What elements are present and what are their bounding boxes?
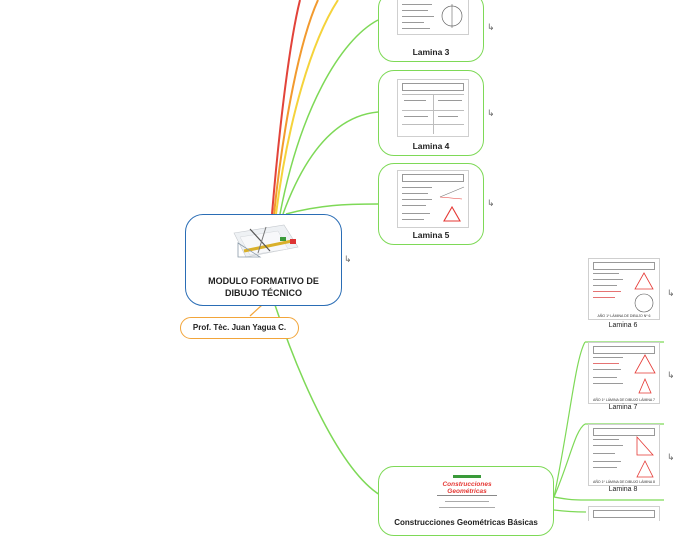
- branch-orange: [273, 0, 319, 215]
- lamina-9-thumbnail-partial[interactable]: [588, 506, 660, 521]
- lamina-8-label: Lamina 8: [608, 486, 638, 493]
- lamina-3-node[interactable]: Lamina 3: [378, 0, 484, 62]
- lamina-6-label: Lamina 6: [608, 322, 638, 329]
- lamina-6-expand-icon[interactable]: ↳: [667, 288, 675, 298]
- author-node[interactable]: Prof. Tèc. Juan Yagua C.: [180, 317, 299, 339]
- construcciones-thumb-title: Construcciones Geométricas: [442, 481, 492, 495]
- author-connector: [249, 304, 263, 317]
- lamina-5-label: Lamina 5: [412, 230, 450, 240]
- lamina-3-thumbnail: [397, 0, 469, 35]
- drafting-tools-image: [233, 224, 299, 258]
- lamina-7-caption: AÑO 1º LÁMINA DE DIBUJO LÁMINA 7: [593, 398, 655, 402]
- branch-yellow: [275, 0, 339, 215]
- lamina-7-label: Lamina 7: [608, 404, 638, 411]
- branch-lamina-3: [279, 19, 379, 215]
- lamina-4-label: Lamina 4: [412, 141, 450, 151]
- branch-lamina-6: [553, 341, 586, 498]
- branch-lamina-4: [282, 111, 379, 215]
- central-topic-title: MODULO FORMATIVO DE DIBUJO TÉCNICO: [208, 276, 319, 298]
- lamina-6-thumbnail[interactable]: AÑO 1º LÁMINA DE DIBUJO Nº 6: [588, 258, 660, 320]
- lamina-3-label: Lamina 3: [412, 47, 450, 57]
- lamina-3-expand-icon[interactable]: ↳: [487, 22, 495, 32]
- central-topic-node[interactable]: MODULO FORMATIVO DE DIBUJO TÉCNICO: [185, 214, 342, 306]
- branch-lamina-9: [553, 509, 587, 513]
- lamina-8-thumbnail[interactable]: AÑO 1º LÁMINA DE DIBUJO LÁMINA 8: [588, 424, 660, 486]
- branch-red: [271, 0, 301, 215]
- lamina-6-caption: AÑO 1º LÁMINA DE DIBUJO Nº 6: [597, 314, 651, 318]
- central-expand-icon[interactable]: ↳: [344, 254, 352, 264]
- lamina-5-node[interactable]: Lamina 5: [378, 163, 484, 245]
- branch-lamina-7: [553, 423, 586, 498]
- branch-lamina-5: [285, 203, 379, 215]
- lamina-7-thumbnail[interactable]: AÑO 1º LÁMINA DE DIBUJO LÁMINA 7: [588, 342, 660, 404]
- lamina-4-node[interactable]: Lamina 4: [378, 70, 484, 156]
- lamina-4-thumbnail: [397, 79, 469, 137]
- lamina-8-caption: AÑO 1º LÁMINA DE DIBUJO LÁMINA 8: [593, 480, 655, 484]
- lamina-7-expand-icon[interactable]: ↳: [667, 370, 675, 380]
- lamina-5-thumbnail: [397, 170, 469, 228]
- lamina-4-expand-icon[interactable]: ↳: [487, 108, 495, 118]
- branch-lamina-8: [553, 496, 586, 501]
- lamina-8-expand-icon[interactable]: ↳: [667, 452, 675, 462]
- author-label: Prof. Tèc. Juan Yagua C.: [192, 323, 287, 332]
- construcciones-node[interactable]: Construcciones Geométricas Construccione…: [378, 466, 554, 536]
- construcciones-label: Construcciones Geométricas Básicas: [394, 518, 538, 527]
- lamina-5-expand-icon[interactable]: ↳: [487, 198, 495, 208]
- construcciones-thumbnail: Construcciones Geométricas: [429, 473, 505, 515]
